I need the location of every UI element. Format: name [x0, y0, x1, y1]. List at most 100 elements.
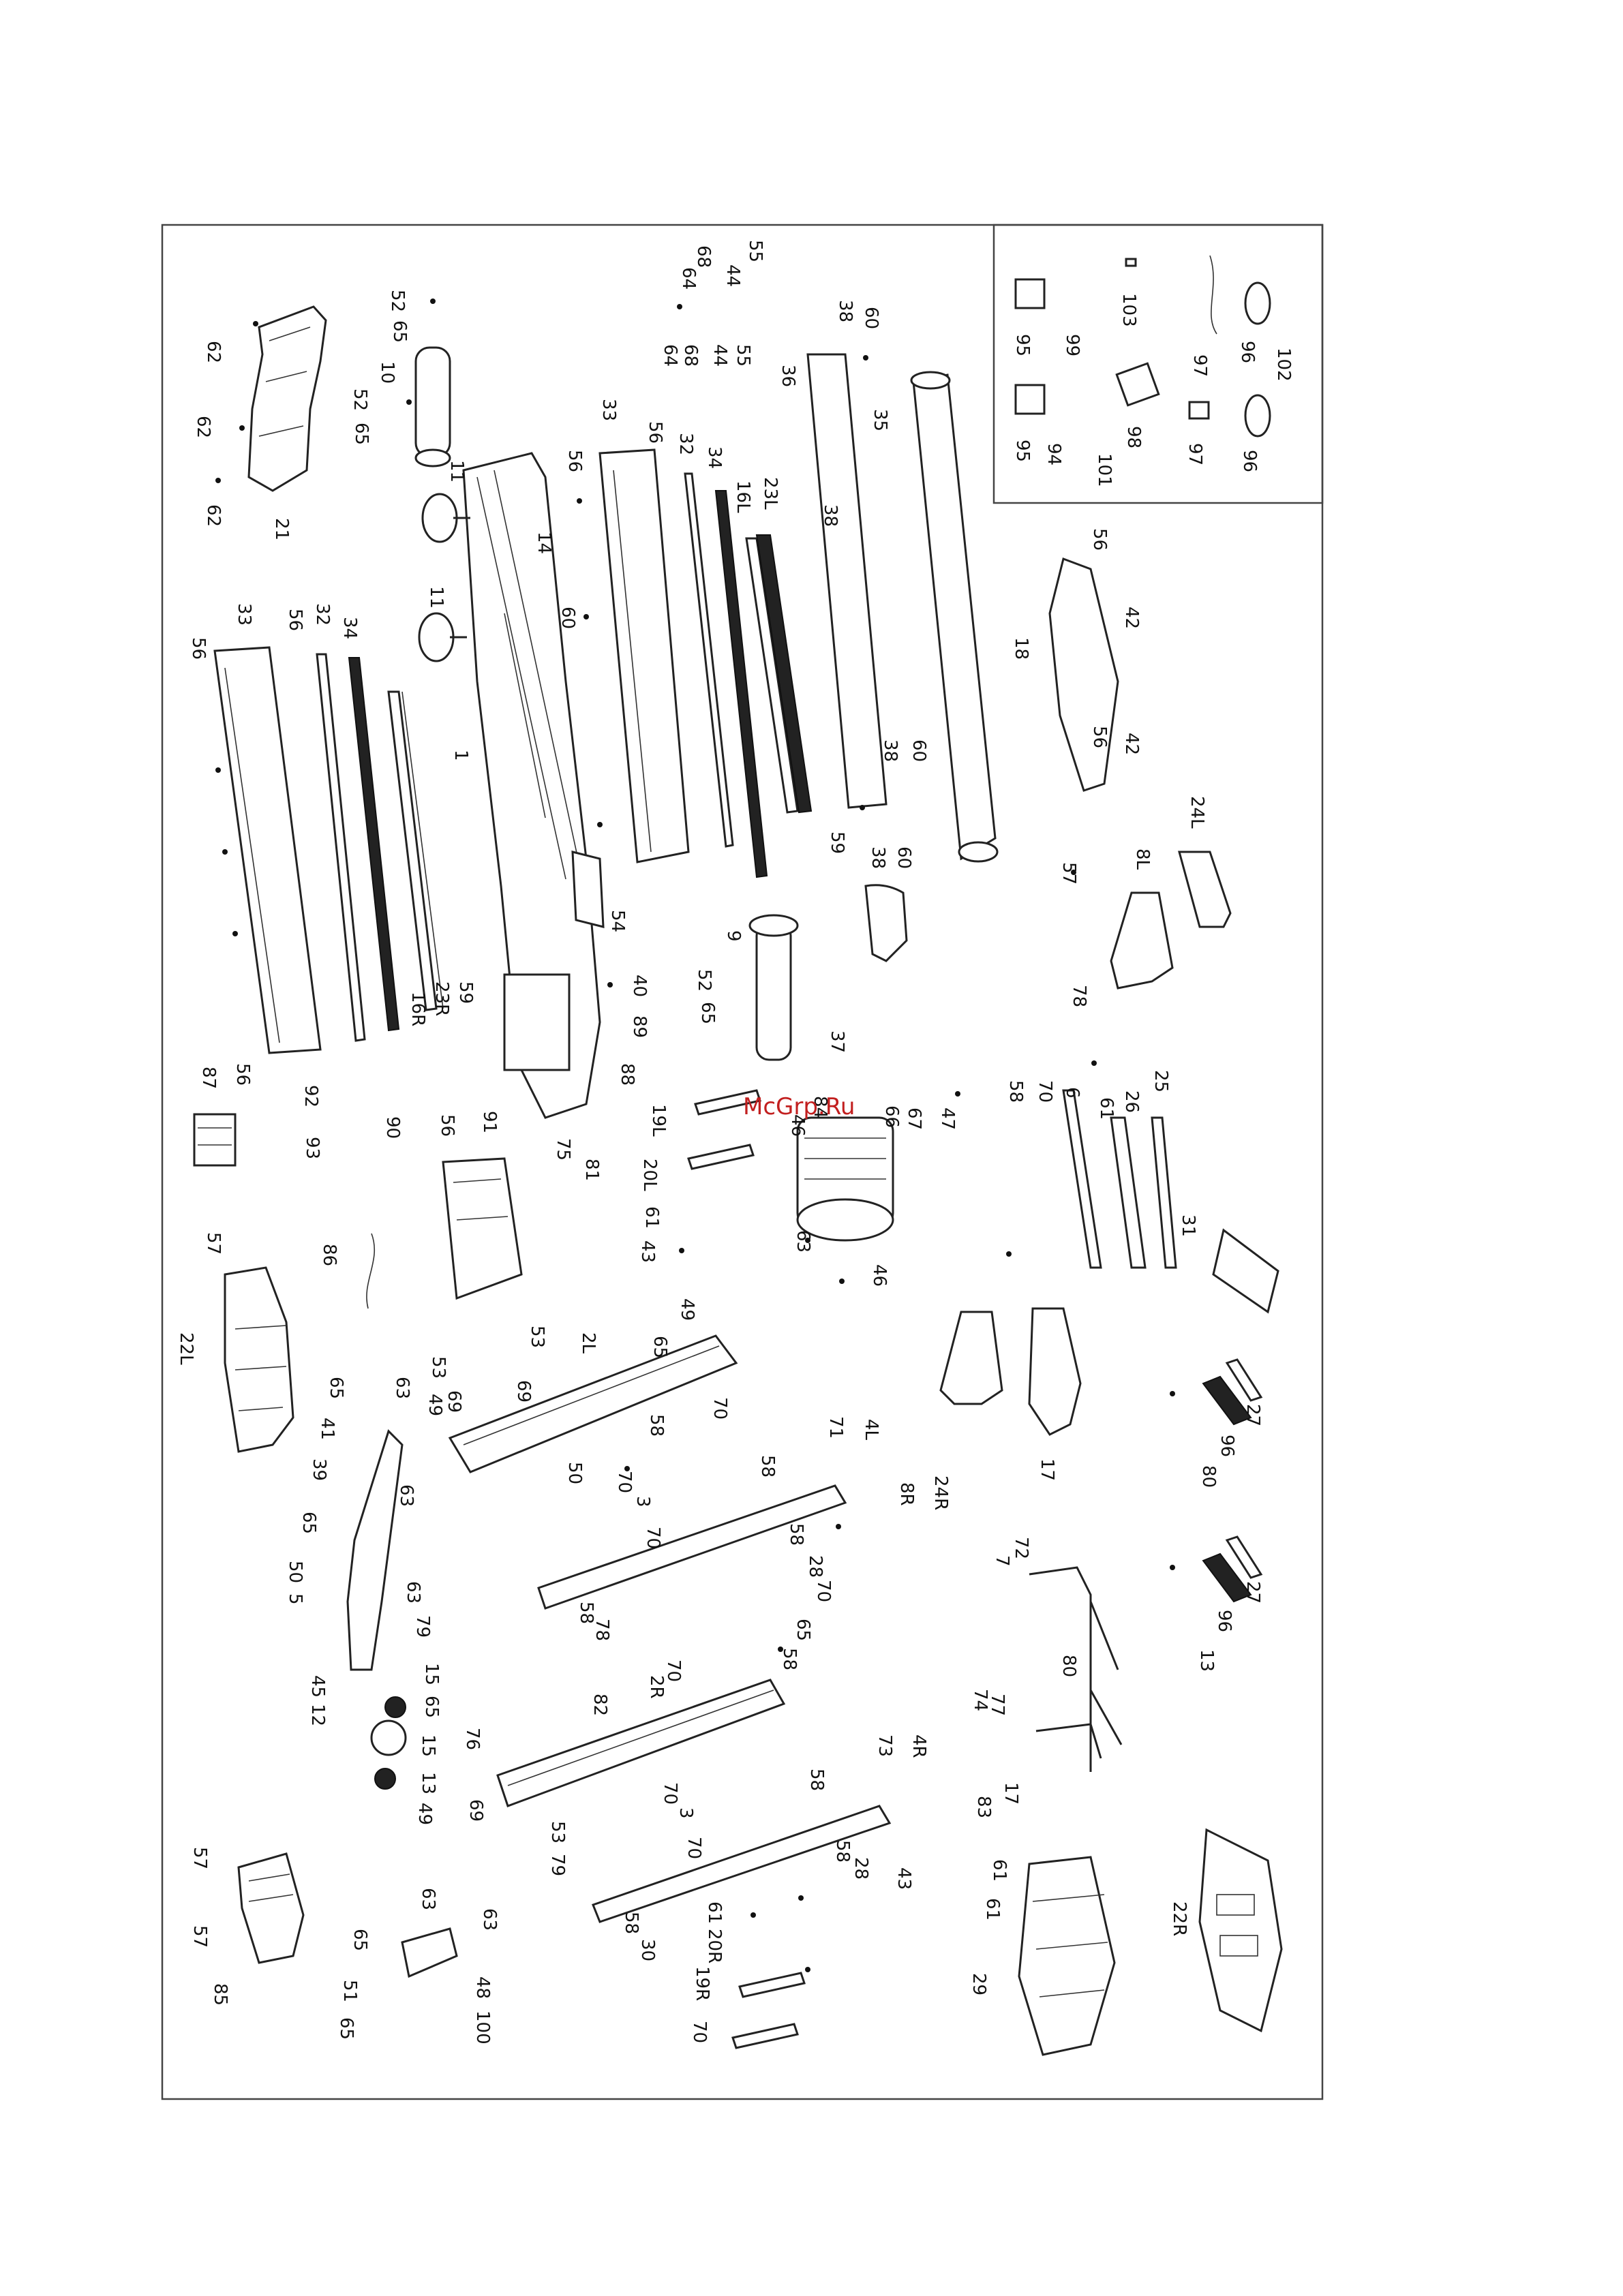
part-label: 78 [1069, 985, 1089, 1007]
part-11-leveling-feet [418, 493, 470, 662]
part-label: 42 [1121, 607, 1142, 629]
part-label: 38 [880, 739, 900, 762]
part-label: 98 [1123, 426, 1144, 448]
part-label: 8L [1132, 848, 1153, 870]
part-label: 55 [745, 240, 765, 262]
part-label: 15 [421, 1663, 442, 1685]
part-label: 5 [285, 1593, 305, 1605]
part-label: 56 [188, 637, 209, 660]
part-label: 84 [810, 1096, 830, 1118]
part-label: 70 [813, 1580, 834, 1602]
part-label: 24R [930, 1475, 951, 1510]
part-shapes [193, 255, 1283, 2056]
part-label: 16R [408, 992, 428, 1026]
inset-frame [992, 224, 1324, 504]
part-label: 4R [909, 1734, 929, 1758]
part-label: 48 [472, 1976, 493, 1999]
part-label: 16L [733, 480, 753, 513]
part-label: 14 [534, 532, 554, 554]
part-label: 65 [697, 1002, 718, 1024]
fastener-dots [215, 299, 1175, 1972]
part-label: 90 [382, 1116, 403, 1139]
part-label: 44 [710, 344, 730, 367]
part-label: 69 [513, 1380, 534, 1403]
part-label: 79 [547, 1854, 568, 1876]
part-label: 70 [684, 1837, 704, 1859]
part-label: 87 [198, 1067, 219, 1089]
part-label: 38 [868, 846, 888, 869]
part-label: 56 [437, 1114, 457, 1137]
part-label: 9 [723, 930, 744, 942]
part-label: 7 [992, 1555, 1012, 1567]
part-label: 20L [639, 1159, 660, 1191]
part-label: 52 [350, 388, 370, 411]
part-label: 54 [607, 910, 628, 932]
part-label: 27 [1243, 1404, 1263, 1426]
watermark: McGrp.Ru [743, 1093, 855, 1120]
part-label: 56 [285, 609, 305, 631]
part-label: 11 [446, 460, 467, 483]
part-label: 63 [418, 1888, 438, 1910]
part-label: 23R [431, 981, 452, 1016]
part-label: 38 [820, 504, 840, 527]
part-label: 57 [189, 1847, 210, 1869]
part-label: 58 [779, 1648, 800, 1670]
part-label: 44 [723, 264, 743, 287]
part-label: 75 [553, 1138, 573, 1161]
part-label: 32 [312, 603, 333, 626]
part-4R-base-frame [592, 1805, 892, 1923]
part-label: 59 [455, 981, 476, 1004]
part-label: 58 [806, 1769, 827, 1791]
part-label: 64 [660, 344, 680, 367]
part-label: 56 [645, 421, 665, 444]
part-21-upright-cover [247, 305, 327, 492]
part-label: 27 [1243, 1581, 1263, 1604]
part-label: 58 [786, 1523, 806, 1546]
part-label: 96 [1217, 1435, 1237, 1457]
part-label: 99 [1062, 334, 1082, 356]
part-label: 2L [578, 1332, 598, 1354]
part-label: 66 [881, 1105, 902, 1128]
part-label: 77 [987, 1694, 1007, 1716]
part-label: 86 [319, 1244, 339, 1266]
part-label: 67 [904, 1107, 924, 1130]
part-label: 63 [479, 1908, 500, 1931]
part-label: 58 [621, 1912, 641, 1934]
part-label: 37 [827, 1030, 847, 1053]
part-labels: 64 68 44 55 64 68 44 55 38 60 36 35 52 6… [176, 240, 1294, 2045]
part-label: 1 [451, 750, 471, 761]
part-label: 26 [1121, 1090, 1142, 1113]
part-label: 68 [680, 344, 701, 367]
part-label: 20R [704, 1929, 725, 1963]
part-label: 34 [704, 446, 725, 469]
part-label: 62 [203, 341, 224, 363]
part-label: 49 [677, 1298, 697, 1321]
part-label: 80 [1059, 1655, 1079, 1677]
part-label: 57 [189, 1925, 210, 1948]
part-label: 49 [414, 1803, 435, 1825]
part-label: 101 [1094, 453, 1114, 487]
part-label: 70 [614, 1471, 635, 1493]
part-label: 61 [989, 1859, 1010, 1882]
part-label: 91 [479, 1111, 500, 1133]
part-label: 51 [339, 1980, 360, 2002]
part-30-base-tray [1018, 1856, 1116, 2056]
part-label: 39 [309, 1458, 329, 1481]
part-label: 3 [633, 1496, 653, 1507]
part-label: 2R [646, 1675, 667, 1699]
part-2L-upright-bracket [448, 1334, 738, 1473]
part-label: 80 [1198, 1465, 1219, 1488]
part-label: 56 [1089, 528, 1110, 551]
part-label: 13 [418, 1772, 438, 1794]
part-label: 33 [598, 399, 619, 421]
part-16L-23L-rails [745, 534, 813, 814]
part-9-rear-roller [748, 914, 799, 1061]
part-label: 34 [339, 617, 360, 639]
part-label: 79 [412, 1615, 433, 1638]
diagram-frame [161, 224, 1324, 2100]
part-label: 83 [973, 1796, 994, 1818]
part-label: 94 [1044, 443, 1064, 465]
part-label: 41 [317, 1418, 337, 1440]
part-label: 32 [676, 433, 696, 455]
part-label: 58 [646, 1414, 667, 1437]
